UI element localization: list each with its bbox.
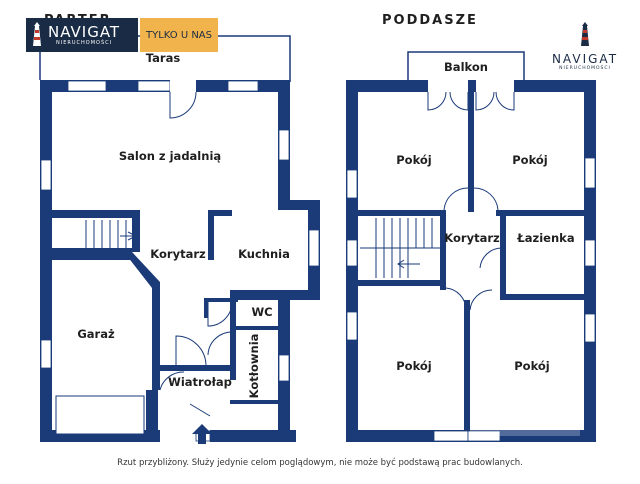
ground-stairs [85,220,138,248]
ground-interior-doors [159,301,233,417]
room-label-bathroom: Łazienka [516,231,574,245]
disclaimer-footer: Rzut przybliżony. Służy jedynie celom po… [117,458,523,468]
navigat-logo-right: NAVIGAT NIERUCHOMOŚCI [550,22,620,71]
navigat-logo: NAVIGAT NIERUCHOMOŚCI [26,18,138,52]
room-label-living: Salon z jadalnią [119,149,221,163]
watermark-logo [470,402,580,436]
attic-floor-plan: PODDASZE Balkon Pokój Pokój Korytarz Łaz… [346,13,596,442]
entrance-arrow-icon [192,424,212,444]
room-label-wc: WC [251,305,272,319]
attic-stairs [360,218,440,278]
logo-subtitle: NIERUCHOMOŚCI [56,39,113,46]
room-label-ground-corridor: Korytarz [150,247,206,261]
room-label-garage: Garaż [77,327,115,341]
lighthouse-icon [33,22,41,46]
garage-door [55,395,145,435]
attic-floor-title: PODDASZE [382,13,478,28]
balcony-doors [427,80,515,111]
lighthouse-icon [581,22,589,46]
room-label-vestibule: Wiatrołap [168,375,232,389]
room-label-room-top-right: Pokój [512,153,548,167]
terrace-door [169,80,197,119]
room-label-balcony: Balkon [444,60,488,74]
ground-interior-walls [52,210,280,404]
room-label-kitchen: Kuchnia [238,247,290,261]
attic-interior-walls [358,92,586,430]
room-label-room-top-left: Pokój [396,153,432,167]
room-label-attic-corridor: Korytarz [444,231,500,245]
attic-windows [346,157,596,442]
room-label-room-bottom-right: Pokój [514,359,550,373]
room-label-terrace: Taras [146,51,181,65]
logo-right-subtitle: NIERUCHOMOŚCI [559,66,611,71]
room-label-boiler: Kotłownia [247,334,261,399]
ground-floor-plan: PARTER Taras Salon z jadalnią Korytarz K… [39,13,320,444]
attic-interior-doors [443,187,503,311]
logo-right-name: NAVIGAT [551,52,619,66]
balcony-outline [407,51,525,80]
logo-name: NAVIGAT [48,22,121,41]
exclusive-badge: TYLKO U NAS [140,18,218,52]
room-label-room-bottom-left: Pokój [396,359,432,373]
